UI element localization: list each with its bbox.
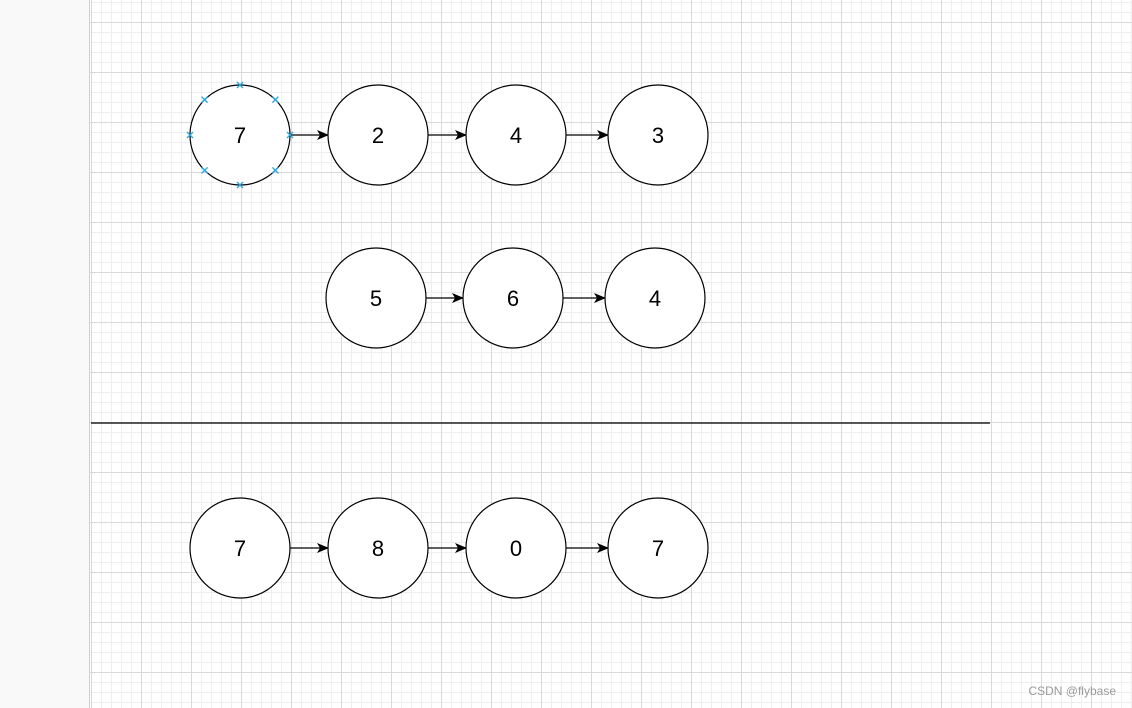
node-value: 4 [649, 286, 661, 311]
node-value: 2 [372, 123, 384, 148]
node-circle[interactable] [607, 84, 709, 186]
list-node[interactable]: 3 [607, 84, 709, 186]
node-circle[interactable] [604, 247, 706, 349]
selection-handle[interactable] [201, 166, 209, 174]
selection-handle[interactable] [271, 166, 279, 174]
list-node[interactable]: 7 [607, 497, 709, 599]
list-node[interactable]: 2 [327, 84, 429, 186]
node-value: 3 [652, 123, 664, 148]
node-circle[interactable] [607, 497, 709, 599]
node-value: 4 [510, 123, 522, 148]
node-value: 0 [510, 536, 522, 561]
list-node[interactable]: 6 [462, 247, 564, 349]
node-value: 5 [370, 286, 382, 311]
node-value: 7 [652, 536, 664, 561]
selection-handle[interactable] [236, 81, 244, 89]
list-node[interactable]: 7 [189, 497, 291, 599]
selection-handle[interactable] [236, 181, 244, 189]
selection-handle[interactable] [286, 131, 294, 139]
canvas-margin [0, 0, 89, 708]
selection-handle[interactable] [201, 96, 209, 104]
list-2: 5 6 4 [325, 247, 706, 349]
result: 7 8 0 7 [189, 497, 709, 599]
node-value: 6 [507, 286, 519, 311]
selection-handle[interactable] [271, 96, 279, 104]
node-value: 7 [234, 123, 246, 148]
list-node[interactable]: 4 [604, 247, 706, 349]
node-value: 7 [234, 536, 246, 561]
node-value: 8 [372, 536, 384, 561]
selection-handles[interactable] [186, 81, 294, 189]
list-1: 7 2 4 3 [189, 84, 709, 186]
selection-handle[interactable] [186, 131, 194, 139]
list-node[interactable]: 4 [465, 84, 567, 186]
watermark: CSDN @flybase [1028, 684, 1116, 698]
list-node[interactable]: 8 [327, 497, 429, 599]
list-node[interactable]: 0 [465, 497, 567, 599]
list-node[interactable]: 5 [325, 247, 427, 349]
